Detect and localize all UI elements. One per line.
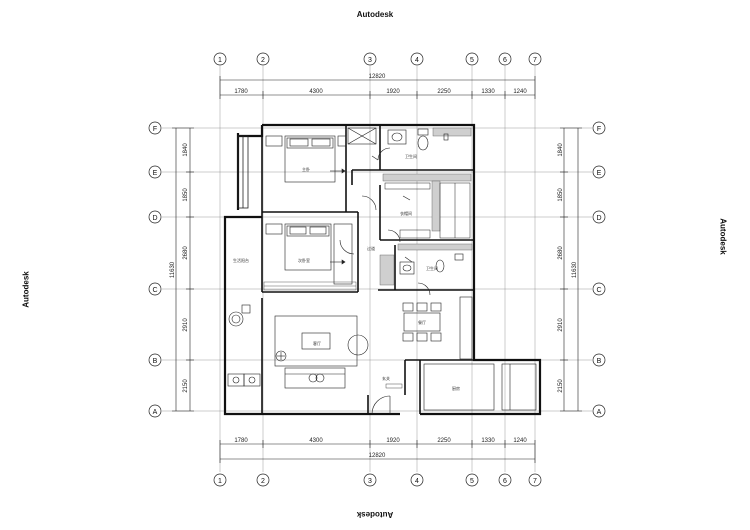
axis-left-F: F	[153, 126, 157, 133]
axis-top-6: 6	[503, 57, 507, 64]
entrance-cabinet	[385, 383, 403, 389]
axis-left-B: B	[153, 358, 158, 365]
axis-top-1: 1	[218, 57, 222, 64]
grid-horizontal-lines	[162, 127, 592, 412]
laundry-units	[227, 373, 261, 387]
room-label-second-bedroom: 次卧室	[298, 257, 310, 263]
axis-right-E: E	[597, 170, 602, 177]
top-dim-3: 1920	[386, 89, 400, 95]
axis-right-C: C	[596, 287, 601, 294]
top-dim-4: 2250	[437, 89, 451, 95]
axis-left-E: E	[153, 170, 158, 177]
axis-left-A: A	[153, 409, 158, 416]
right-dim-1: 1840	[558, 143, 564, 157]
axis-bottom-4: 4	[415, 478, 419, 485]
doors	[339, 147, 431, 415]
wardrobe	[263, 281, 357, 291]
bottom-dim-6: 1240	[513, 438, 527, 444]
second-bed	[265, 223, 353, 285]
dining-table-set	[402, 296, 473, 360]
interior-walls	[225, 125, 474, 414]
axis-bottom-1: 1	[218, 478, 222, 485]
left-dim-2: 1850	[183, 188, 189, 202]
right-dim-5: 2150	[558, 379, 564, 393]
balcony-top-left	[237, 135, 249, 209]
axis-bottom-2: 2	[261, 478, 265, 485]
room-label-balcony-left: 生活阳台	[233, 257, 249, 263]
top-total-dim: 12820	[369, 74, 386, 80]
left-dim-1: 1840	[183, 143, 189, 157]
top-dim-1: 1780	[234, 89, 248, 95]
left-dimension-lines	[172, 127, 194, 412]
axis-bottom-3: 3	[368, 478, 372, 485]
axis-bottom-6: 6	[503, 478, 507, 485]
kitchen-counters	[423, 363, 537, 411]
bottom-dim-1: 1780	[234, 438, 248, 444]
right-axis-bubbles	[592, 121, 606, 418]
right-dim-2: 1850	[558, 188, 564, 202]
axis-top-2: 2	[261, 57, 265, 64]
left-total-dim: 11630	[170, 261, 176, 278]
axis-top-3: 3	[368, 57, 372, 64]
axis-right-D: D	[596, 215, 601, 222]
left-axis-bubbles	[148, 121, 162, 418]
top-axis-bubbles	[213, 52, 542, 66]
left-dim-5: 2150	[183, 379, 189, 393]
balcony-chair	[228, 304, 251, 327]
room-label-bathroom-mid: 卫生间	[426, 265, 438, 271]
bottom-dim-3: 1920	[386, 438, 400, 444]
top-dim-2: 4300	[309, 89, 323, 95]
right-dim-3: 2680	[558, 246, 564, 260]
axis-left-D: D	[152, 215, 157, 222]
axis-right-A: A	[597, 409, 602, 416]
cloakroom-cabinets	[384, 182, 471, 239]
watermark-top: Autodesk	[356, 10, 394, 19]
bottom-axis-bubbles	[213, 473, 542, 487]
wall-fills	[379, 127, 473, 286]
bottom-total-dim: 12820	[369, 453, 386, 459]
room-label-cloakroom: 衣帽间	[400, 210, 412, 216]
mid-bathroom-fixtures	[399, 253, 464, 275]
living-room-furniture	[274, 315, 369, 389]
axis-bottom-5: 5	[470, 478, 474, 485]
top-dim-5: 1330	[481, 89, 495, 95]
axis-left-C: C	[152, 287, 157, 294]
axis-top-4: 4	[415, 57, 419, 64]
room-label-dining-room: 餐厅	[418, 319, 426, 325]
axis-top-5: 5	[470, 57, 474, 64]
top-dimension-lines	[219, 76, 536, 99]
top-bathroom-fixtures	[347, 127, 449, 151]
room-label-kitchen: 厨房	[452, 385, 460, 391]
right-total-dim: 11630	[572, 261, 578, 278]
grid-vertical-lines	[219, 66, 536, 472]
left-dim-3: 2680	[183, 246, 189, 260]
axis-right-F: F	[597, 126, 601, 133]
room-label-master-bedroom: 主卧	[302, 166, 310, 172]
bottom-dimension-lines	[219, 440, 536, 463]
axis-bottom-7: 7	[533, 478, 537, 485]
axis-top-7: 7	[533, 57, 537, 64]
room-label-living-room: 客厅	[313, 340, 321, 346]
bottom-dim-5: 1330	[481, 438, 495, 444]
room-label-entrance: 玄关	[382, 375, 390, 381]
bottom-dim-4: 2250	[437, 438, 451, 444]
master-bed	[265, 135, 347, 183]
bottom-dim-2: 4300	[309, 438, 323, 444]
top-dim-6: 1240	[513, 89, 527, 95]
right-dim-4: 2910	[558, 318, 564, 332]
direction-arrows	[330, 155, 413, 265]
right-dimension-lines	[560, 127, 582, 412]
room-label-bathroom-top: 卫生间	[405, 153, 417, 159]
axis-right-B: B	[597, 358, 602, 365]
room-label-corridor: 过道	[367, 245, 375, 251]
left-dim-4: 2910	[183, 318, 189, 332]
